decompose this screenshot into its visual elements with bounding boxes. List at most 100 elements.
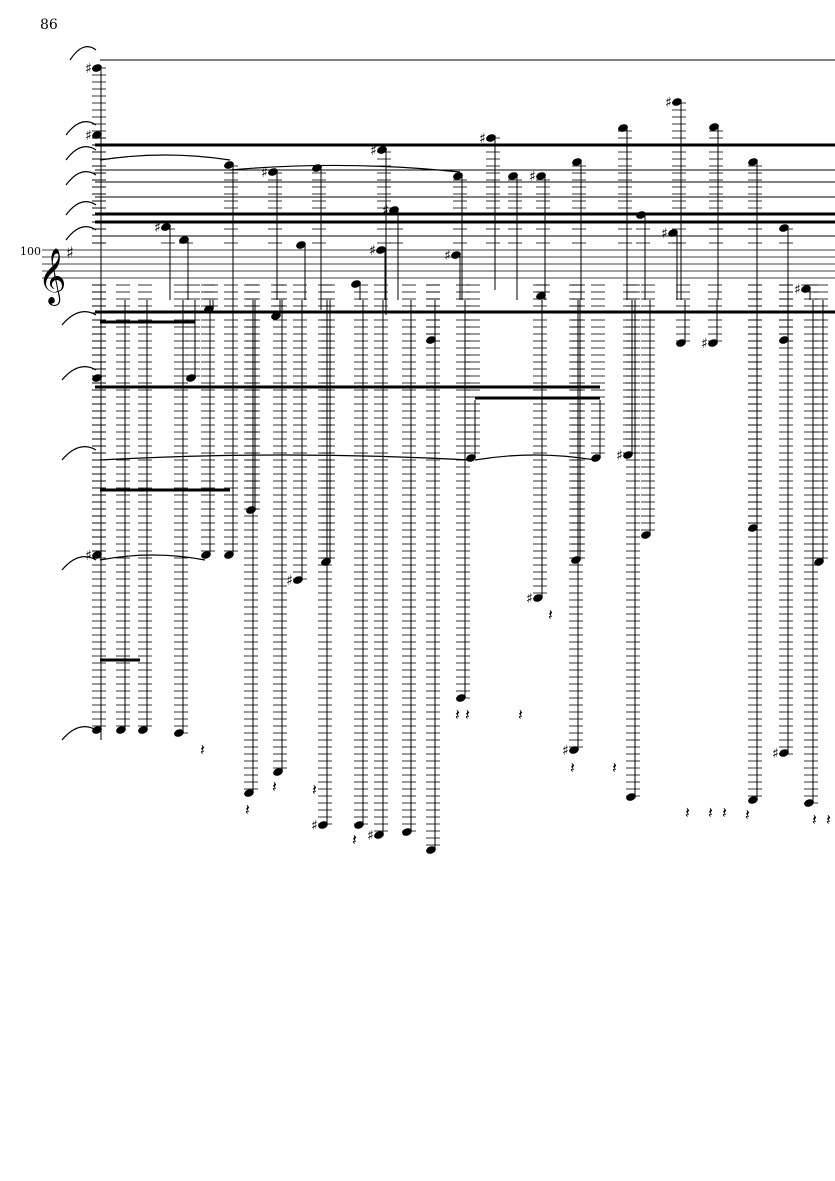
quarter-rest-icon: 𝄽 [312,780,317,799]
ties [61,46,596,741]
notehead [354,821,364,829]
notehead [268,168,278,176]
notehead [569,746,579,754]
quarter-rest-icon: 𝄽 [722,803,727,822]
tie [65,171,97,186]
notehead [271,312,281,320]
notehead [623,451,633,459]
tie [61,556,97,571]
notehead [377,146,387,154]
notehead [116,726,126,734]
notehead [709,123,719,131]
quarter-rest-icon: 𝄽 [812,810,817,829]
tie [65,121,97,136]
notehead [138,726,148,734]
quarter-rest-icon: 𝄽 [685,803,690,822]
notehead [708,339,718,347]
notehead [296,241,306,249]
tie [65,201,97,216]
tie [229,164,461,173]
sharp-icon: ♯ [85,61,92,77]
sharp-icon: ♯ [85,128,92,144]
sharp-icon: ♯ [382,203,389,219]
notehead [451,251,461,259]
notehead [453,172,463,180]
notehead [186,374,196,382]
page-number: 86 [40,17,58,33]
notehead [536,292,546,300]
tie [61,311,97,326]
notehead [536,172,546,180]
notehead [246,506,256,514]
notehead [224,161,234,169]
notehead [92,726,102,734]
quarter-rest-icon: 𝄽 [570,758,575,777]
tie [61,446,97,461]
sharp-icon: ♯ [444,248,451,264]
notehead [224,551,234,559]
sharp-icon: ♯ [479,131,486,147]
notehead [672,98,682,106]
notehead [508,172,518,180]
treble-clef-icon: 𝄞 [38,248,66,306]
tie [69,46,97,61]
notehead [374,831,384,839]
sharp-icon: ♯ [526,591,533,607]
tie [99,554,206,561]
svg-text:♯: ♯ [66,243,74,262]
notehead [179,236,189,244]
notehead [641,531,651,539]
tie [474,454,596,461]
notehead [92,131,102,139]
quarter-rest-icon: 𝄽 [352,830,357,849]
notehead [389,206,399,214]
notehead [204,305,214,313]
sharp-icon: ♯ [370,143,377,159]
quarter-rest-icon: 𝄽 [245,800,250,819]
sharp-icon: ♯ [616,448,623,464]
notehead [321,558,331,566]
notehead [533,594,543,602]
sharp-icon: ♯ [311,818,318,834]
notehead [572,158,582,166]
tie [99,454,471,461]
staff [42,249,835,279]
notehead [748,796,758,804]
notehead [201,551,211,559]
tie [61,366,97,381]
notehead [626,793,636,801]
notehead [636,211,646,219]
sharp-icon: ♯ [529,169,536,185]
quarter-rest-icon: 𝄽 [708,803,713,822]
quarter-rest-icon: 𝄽 [745,805,750,824]
notehead [779,749,789,757]
sharp-icon: ♯ [85,548,92,564]
notehead [318,821,328,829]
notehead [748,158,758,166]
sharp-icon: ♯ [772,746,779,762]
key-signature-sharp-icon: ♯ [66,243,74,262]
quarter-rest-icon: 𝄽 [272,777,277,796]
svg-text:𝄞: 𝄞 [38,248,66,306]
quarter-rest-icon: 𝄽 [518,705,523,724]
quarter-rest-icon: 𝄽 [455,705,460,724]
tie [65,146,97,161]
notehead [668,229,678,237]
noteheads: ♯♯♯♯♯♯♯♯♯♯♯♯♯♯♯♯♯♯♯♯♯♯ [85,61,824,854]
notehead [244,789,254,797]
notehead [92,551,102,559]
notehead [402,828,412,836]
quarter-rest-icon: 𝄽 [548,605,553,624]
notehead [571,556,581,564]
sharp-icon: ♯ [154,220,161,236]
notehead [779,336,789,344]
sharp-icon: ♯ [286,573,293,589]
notehead [618,124,628,132]
quarter-rest-icon: 𝄽 [826,810,831,829]
measure-number: 100 [20,245,41,258]
sharp-icon: ♯ [665,95,672,111]
sharp-icon: ♯ [369,243,376,259]
notehead [174,729,184,737]
tie [61,726,97,741]
sharp-icon: ♯ [261,165,268,181]
